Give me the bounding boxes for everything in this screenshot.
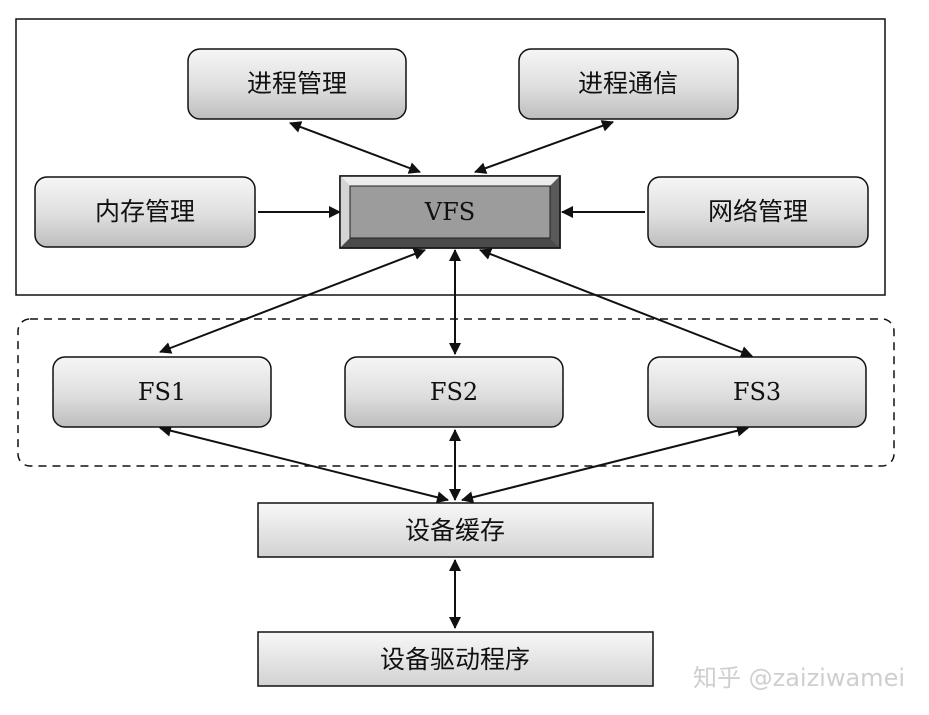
fs1-label: FS1 — [138, 378, 186, 406]
fs2-label: FS2 — [430, 378, 478, 406]
process-mgmt-node: 进程管理 — [187, 48, 407, 120]
device-cache-node: 设备缓存 — [257, 502, 654, 558]
arrow-fs1-cache — [159, 424, 449, 504]
device-driver-label: 设备驱动程序 — [380, 645, 530, 674]
connectors — [159, 120, 753, 629]
arrow-vfs-fs1 — [159, 248, 426, 354]
watermark-text: 知乎 @zaiziwamei — [693, 664, 905, 692]
arrow-process-mgmt-vfs — [289, 121, 421, 174]
vfs-label: VFS — [424, 198, 475, 226]
fs3-label: FS3 — [733, 378, 781, 406]
device-driver-node: 设备驱动程序 — [257, 631, 654, 687]
arrow-ipc-vfs — [474, 120, 614, 174]
ipc-node: 进程通信 — [518, 48, 739, 120]
kernel-core-frame — [15, 18, 886, 296]
network-mgmt-node: 网络管理 — [647, 176, 869, 248]
arrow-fs3-cache — [461, 424, 749, 504]
arrow-vfs-fs3 — [479, 248, 753, 358]
fs2-node: FS2 — [344, 356, 564, 428]
network-mgmt-label: 网络管理 — [708, 197, 808, 226]
vfs-node: VFS — [339, 175, 561, 249]
fs3-node: FS3 — [647, 356, 867, 428]
memory-mgmt-node: 内存管理 — [34, 176, 256, 248]
process-mgmt-label: 进程管理 — [247, 69, 347, 98]
memory-mgmt-label: 内存管理 — [95, 197, 195, 226]
ipc-label: 进程通信 — [578, 69, 678, 98]
device-cache-label: 设备缓存 — [405, 516, 505, 545]
fs1-node: FS1 — [52, 356, 272, 428]
